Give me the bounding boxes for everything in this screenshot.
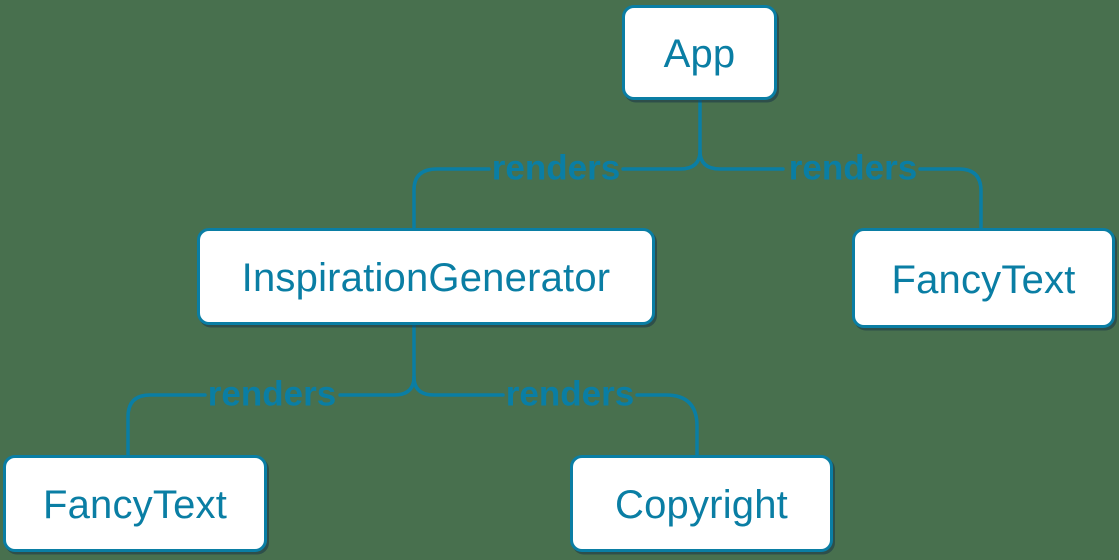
node-fancy-text-right: FancyText [852,228,1115,328]
node-app: App [622,5,777,100]
node-fancy-text-right-label: FancyText [891,257,1076,302]
node-copyright-label: Copyright [615,483,788,527]
node-inspiration-generator-label: InspirationGenerator [241,256,611,300]
edge-label-app-to-fancytext: renders [788,148,918,188]
edge-app-to-ig-a [621,149,702,171]
node-copyright: Copyright [570,455,833,552]
edge-label-ig-to-fancytext: renders [207,374,337,414]
node-app-label: App [663,32,736,76]
edge-app-to-fancytext-a [698,149,785,171]
edge-app-to-fancytext-b [918,167,983,229]
edge-label-ig-to-copyright: renders [505,374,635,414]
node-fancy-text-left: FancyText [3,455,267,552]
edge-ig-to-copyright-b [635,393,699,456]
edge-ig-to-fancytext-a [338,375,416,397]
node-fancy-text-left-label: FancyText [42,483,228,527]
edge-ig-to-fancytext-b [126,393,207,456]
edge-ig-to-copyright-a [412,375,505,397]
edge-app-to-ig-b [412,167,491,229]
edge-label-app-to-ig: renders [491,148,621,188]
node-inspiration-generator: InspirationGenerator [197,228,655,325]
